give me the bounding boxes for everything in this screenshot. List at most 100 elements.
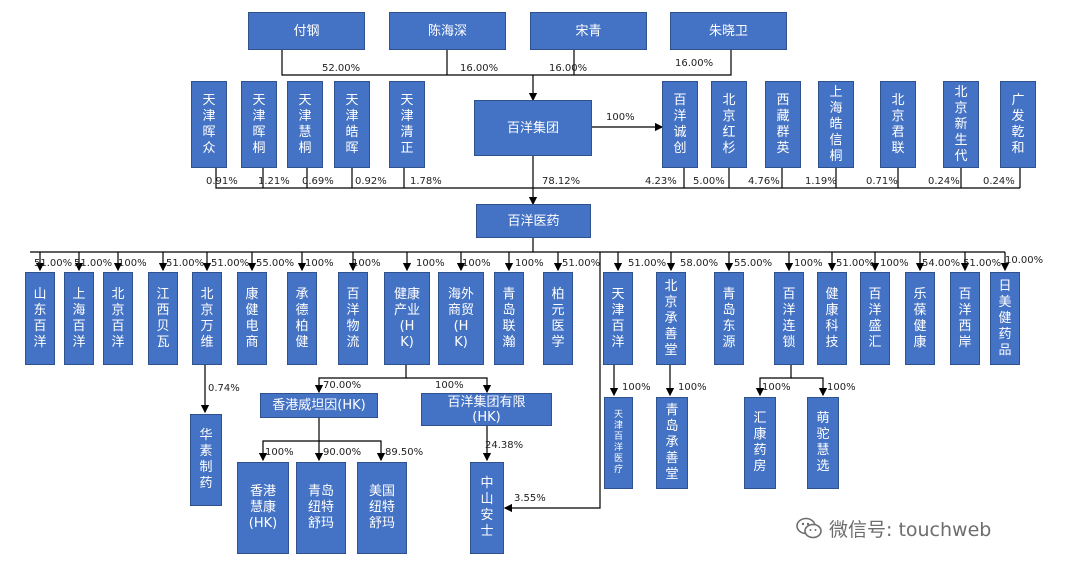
pct-us-niute: 89.50% [385, 447, 424, 458]
watermark-text: 微信号: touchweb [829, 518, 992, 541]
sub-jiangxi-beiwa: 江西贝瓦 [148, 272, 178, 365]
pct-sub-tianjin-baiyang: 51.00% [628, 258, 667, 269]
pct-sub-kangjian-ecommerce: 55.00% [256, 258, 295, 269]
pct-sub-baiyang-xian: 51.00% [963, 258, 1002, 269]
pct-zhu-xiaowei: 16.00% [675, 58, 714, 69]
pct-holder-left-3: 0.92% [355, 176, 387, 187]
pct-holder-right-5: 0.24% [928, 176, 960, 187]
pct-fu-gang: 52.00% [322, 63, 361, 74]
pct-qd-niute: 90.00% [323, 447, 362, 458]
pct-holder-left-0: 0.91% [206, 176, 238, 187]
pct-sub-overseas-trade-hk: 100% [462, 258, 491, 269]
pct-sub-rimeijian-pharma: 10.00% [1005, 255, 1044, 266]
sub-lebao-health: 乐葆健康 [905, 272, 935, 365]
pct-group-hk: 100% [435, 380, 464, 391]
pct-hk-huikang: 100% [265, 447, 294, 458]
sub-baiyang-logistics: 百洋物流 [338, 272, 368, 365]
sub-shanghai-baiyang: 上海百洋 [64, 272, 94, 365]
pct-qingdao-chengshantang: 100% [678, 382, 707, 393]
wechat-icon [796, 517, 822, 539]
pct-sub-baiyang-chain: 100% [794, 258, 823, 269]
sub-rimeijian-pharma: 日美健药品 [990, 272, 1020, 365]
pct-sub-qingdao-lianhan: 100% [515, 258, 544, 269]
pct-sub-lebao-health: 54.00% [922, 258, 961, 269]
sub-beijing-chengshantang: 北京承善堂 [656, 272, 686, 365]
main-company-box: 百洋医药 [476, 204, 591, 238]
pct-sub-jiangxi-beiwa: 51.00% [166, 258, 205, 269]
pct-song-qing: 16.00% [549, 63, 588, 74]
pct-group-to-chengchuang: 100% [606, 112, 635, 123]
sub-overseas-trade-hk: 海外商贸(HK) [438, 272, 484, 365]
holder-shanghai-haoxintong: 上海皓信桐 [818, 81, 854, 168]
pct-holder-right-4: 0.71% [866, 176, 898, 187]
pct-holder-right-1: 5.00% [693, 176, 725, 187]
qd-niute-shuma-box: 青岛纽特舒玛 [296, 462, 346, 554]
pct-tianjin-medical: 100% [622, 382, 651, 393]
sub-baiyang-shenghui: 百洋盛汇 [860, 272, 890, 365]
parent-group-box: 百洋集团 [474, 100, 592, 156]
pct-holder-right-3: 1.19% [805, 176, 837, 187]
sub-qingdao-lianhan: 青岛联瀚 [494, 272, 524, 365]
pct-sub-health-tech: 51.00% [836, 258, 875, 269]
mengtuo-huixuan-box: 萌驼慧选 [807, 397, 839, 489]
pct-sub-shandong-baiyang: 51.00% [34, 258, 73, 269]
pct-mengtuo: 100% [827, 382, 856, 393]
hk-huikang-box: 香港慧康(HK) [237, 462, 289, 554]
qingdao-chengshantang-box: 青岛承善堂 [656, 397, 688, 489]
sub-baiyuan-medical: 柏元医学 [543, 272, 573, 365]
pct-sub-beijing-chengshantang: 58.00% [680, 258, 719, 269]
holder-beijing-xinshengdai: 北京新生代 [943, 81, 979, 168]
pct-huasu: 0.74% [208, 383, 240, 394]
sub-beijing-wanwei: 北京万维 [192, 272, 222, 365]
us-niute-shuma-box: 美国纽特舒玛 [357, 462, 407, 554]
holder-tianjin-haohui: 天津皓晖 [334, 81, 370, 168]
pct-holder-left-2: 0.69% [302, 176, 334, 187]
holder-tianjin-qingzheng: 天津清正 [389, 81, 425, 168]
zhongshan-anshi-box: 中山安士 [470, 462, 504, 554]
pct-sub-chengde-baijian: 100% [305, 258, 334, 269]
pct-holder-left-1: 1.21% [258, 176, 290, 187]
huikang-pharmacy-box: 汇康药房 [744, 397, 776, 489]
hk-weitanyin-box: 香港威坦因(HK) [260, 393, 378, 418]
sub-chengde-baijian: 承德柏健 [287, 272, 317, 365]
pct-zhongshan-from-hk: 24.38% [485, 440, 524, 451]
pct-sub-baiyuan-medical: 51.00% [562, 258, 601, 269]
pct-sub-beijing-wanwei: 51.00% [211, 258, 250, 269]
shareholder-fu-gang: 付钢 [248, 12, 365, 50]
shareholder-zhu-xiaowei: 朱晓卫 [670, 12, 787, 50]
sub-shandong-baiyang: 山东百洋 [25, 272, 55, 365]
sub-baiyang-chain: 百洋连锁 [774, 272, 804, 365]
pct-sub-beijing-baiyang: 100% [118, 258, 147, 269]
sub-baiyang-xian: 百洋西岸 [950, 272, 980, 365]
pct-sub-baiyang-logistics: 100% [352, 258, 381, 269]
pct-hk-weitanyin: 70.00% [323, 380, 362, 391]
shareholder-chen-haishen: 陈海深 [389, 12, 506, 50]
pct-sub-qingdao-dongyuan: 55.00% [734, 258, 773, 269]
sub-health-industry-hk: 健康产业(HK) [384, 272, 430, 365]
pct-group-to-main: 78.12% [542, 176, 581, 187]
group-hk-box: 百洋集团有限(HK) [421, 393, 552, 426]
pct-holder-left-4: 1.78% [410, 176, 442, 187]
pct-sub-health-industry-hk: 100% [416, 258, 445, 269]
shareholder-song-qing: 宋青 [530, 12, 647, 50]
sub-tianjin-baiyang: 天津百洋 [603, 272, 633, 365]
holder-beijing-hongshan: 北京红杉 [711, 81, 747, 168]
sub-beijing-baiyang: 北京百洋 [103, 272, 133, 365]
wechat-watermark: 微信号: touchweb [795, 515, 991, 541]
holder-xizang-qunying: 西藏群英 [765, 81, 801, 168]
huasu-pharma-box: 华素制药 [190, 414, 222, 506]
pct-holder-right-2: 4.76% [748, 176, 780, 187]
holder-tianjin-huitong2: 天津慧桐 [287, 81, 323, 168]
holder-guangfa-qianhe: 广发乾和 [1000, 81, 1036, 168]
pct-huikang: 100% [762, 382, 791, 393]
sub-qingdao-dongyuan: 青岛东源 [714, 272, 744, 365]
sub-health-tech: 健康科技 [817, 272, 847, 365]
pct-sub-baiyang-shenghui: 100% [880, 258, 909, 269]
holder-tianjin-huizhong: 天津晖众 [191, 81, 227, 168]
sub-kangjian-ecommerce: 康健电商 [237, 272, 267, 365]
pct-chen-haishen: 16.00% [460, 63, 499, 74]
pct-holder-right-6: 0.24% [983, 176, 1015, 187]
holder-baiyang-chengchuang: 百洋诚创 [662, 81, 698, 168]
